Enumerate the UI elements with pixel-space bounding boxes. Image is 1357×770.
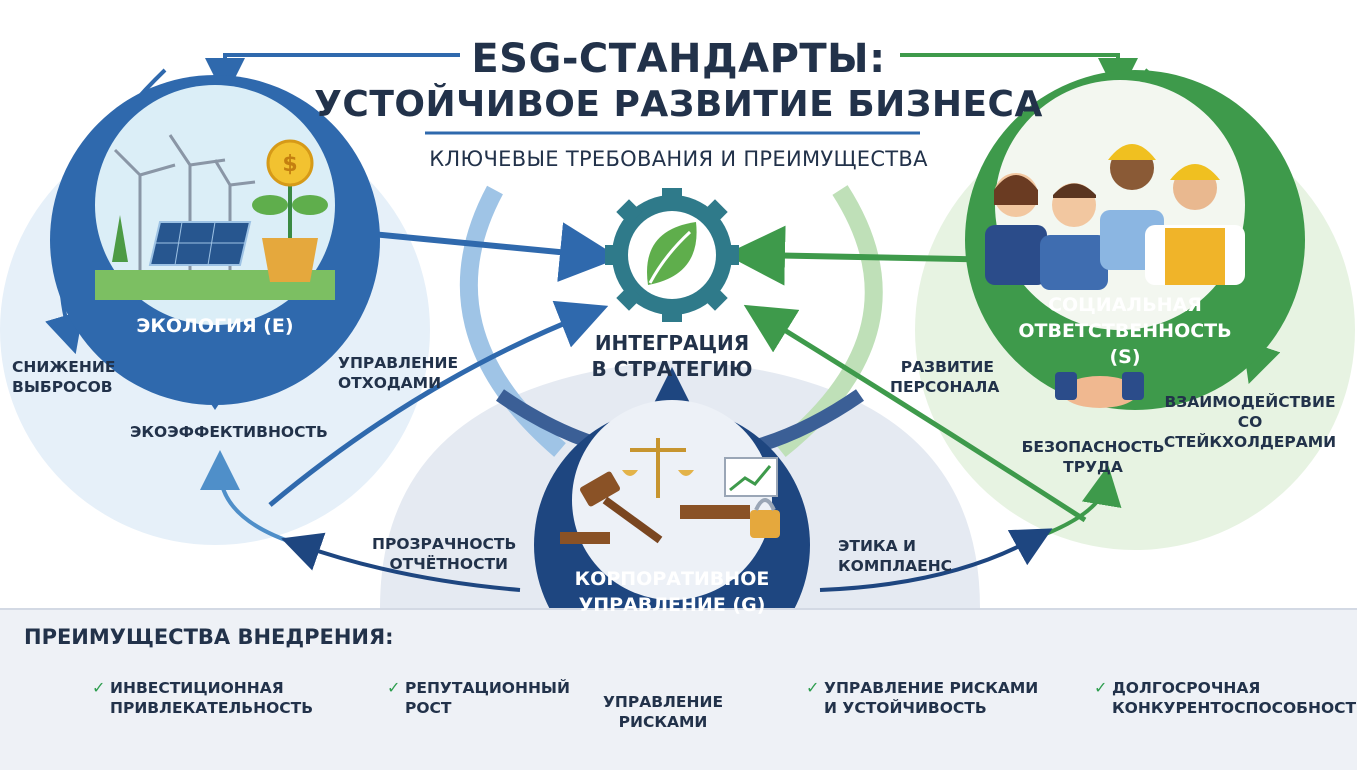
cycle-arrow-top-right <box>900 53 1138 98</box>
social-item-development: РАЗВИТИЕ ПЕРСОНАЛА <box>890 357 1000 397</box>
check-icon: ✓ <box>92 678 106 697</box>
ecology-label: ЭКОЛОГИЯ (E) <box>136 315 294 337</box>
check-icon: ✓ <box>387 678 401 697</box>
eco-lower-to-center-arrow <box>268 300 609 507</box>
benefit-item-risk-resilience-line1: УПРАВЛЕНИЕ РИСКАМИ <box>824 679 1039 697</box>
eco-item-emissions-line1: СНИЖЕНИЕ <box>12 358 116 376</box>
center-label-line2: В СТРАТЕГИЮ <box>591 357 753 381</box>
center-label: ИНТЕГРАЦИЯ В СТРАТЕГИЮ <box>572 330 772 382</box>
gear-leaf-icon <box>605 188 739 322</box>
eco-item-emissions: СНИЖЕНИЕ ВЫБРОСОВ <box>12 357 115 397</box>
social-label: СОЦИАЛЬНАЯ ОТВЕТСТВЕННОСТЬ (S) <box>1010 292 1240 370</box>
gov-item-transparency-line2: ОТЧЁТНОСТИ <box>389 555 508 573</box>
benefit-item-investment-line1: ИНВЕСТИЦИОННАЯ <box>110 679 284 697</box>
social-item-development-line1: РАЗВИТИЕ <box>900 358 994 376</box>
title-line-2: УСТОЙЧИВОЕ РАЗВИТИЕ БИЗНЕСА <box>314 84 1043 125</box>
governance-label-line2: УПРАВЛЕНИЕ (G) <box>578 594 766 616</box>
governance-scene-icon <box>560 438 780 544</box>
svg-text:$: $ <box>282 152 297 177</box>
gov-item-ethics-line1: ЭТИКА И <box>838 537 916 555</box>
gov-item-transparency-line1: ПРОЗРАЧНОСТЬ <box>372 535 517 553</box>
title-line-1: ESG-СТАНДАРТЫ: <box>471 36 886 82</box>
check-icon: ✓ <box>1094 678 1108 697</box>
social-item-stakeholders: ВЗАИМОДЕЙСТВИЕ СО СТЕЙКХОЛДЕРАМИ <box>1155 392 1345 452</box>
handshake-icon <box>1055 372 1144 408</box>
ecology-pointer <box>205 395 225 410</box>
benefit-item-investment-line2: ПРИВЛЕКАТЕЛЬНОСТЬ <box>110 699 314 717</box>
cycle-arrow-top-left <box>205 53 460 98</box>
governance-label-line1: КОРПОРАТИВНОЕ <box>574 568 770 590</box>
social-item-stakeholders-line2: СО СТЕЙКХОЛДЕРАМИ <box>1163 413 1337 451</box>
eco-item-waste: УПРАВЛЕНИЕ ОТХОДАМИ <box>338 353 458 393</box>
benefit-item-competitiveness-line2: КОНКУРЕНТОСПОСОБНОСТЬ <box>1112 699 1357 717</box>
social-item-safety-line1: БЕЗОПАСНОСТЬ <box>1021 438 1165 456</box>
eco-item-waste-line1: УПРАВЛЕНИЕ <box>338 354 459 372</box>
social-item-safety: БЕЗОПАСНОСТЬ ТРУДА <box>1020 437 1166 477</box>
gov-item-risks-line2: РИСКАМИ <box>618 713 708 731</box>
eco-item-waste-line2: ОТХОДАМИ <box>338 374 442 392</box>
benefit-item-risk-resilience-line2: И УСТОЙЧИВОСТЬ <box>824 699 987 717</box>
center-label-line1: ИНТЕГРАЦИЯ <box>594 331 750 355</box>
benefit-item-reputation-line2: РОСТ <box>405 699 452 717</box>
social-label-line1: СОЦИАЛЬНАЯ <box>1048 294 1202 316</box>
check-icon: ✓ <box>806 678 820 697</box>
benefit-item-risk-resilience: УПРАВЛЕНИЕ РИСКАМИ И УСТОЙЧИВОСТЬ <box>824 678 1038 718</box>
benefit-item-reputation: РЕПУТАЦИОННЫЙ РОСТ <box>405 678 570 718</box>
benefit-item-investment: ИНВЕСТИЦИОННАЯ ПРИВЛЕКАТЕЛЬНОСТЬ <box>110 678 313 718</box>
benefit-item-competitiveness-line1: ДОЛГОСРОЧНАЯ <box>1112 679 1261 697</box>
gov-item-ethics: ЭТИКА И КОМПЛАЕНС <box>838 536 952 576</box>
benefit-item-reputation-line1: РЕПУТАЦИОННЫЙ <box>405 679 570 697</box>
social-item-development-line2: ПЕРСОНАЛА <box>890 378 1000 396</box>
benefits-title: ПРЕИМУЩЕСТВА ВНЕДРЕНИЯ: <box>24 625 394 649</box>
plant-coin-icon: $ <box>252 139 328 282</box>
people-group-icon <box>985 144 1245 290</box>
gov-left-arrow <box>281 532 521 592</box>
subtitle: КЛЮЧЕВЫЕ ТРЕБОВАНИЯ И ПРЕИМУЩЕСТВА <box>429 147 928 171</box>
governance-image-disc <box>572 400 772 600</box>
gov-item-ethics-line2: КОМПЛАЕНС <box>838 557 953 575</box>
social-lower-to-center-arrow <box>743 304 1087 523</box>
benefits-panel <box>0 608 1357 770</box>
benefit-item-competitiveness: ДОЛГОСРОЧНАЯ КОНКУРЕНТОСПОСОБНОСТЬ <box>1112 678 1357 718</box>
gov-right-arrow <box>819 528 1053 592</box>
tree-icon <box>112 215 128 262</box>
gov-item-transparency: ПРОЗРАЧНОСТЬ ОТЧЁТНОСТИ <box>372 534 517 574</box>
social-item-stakeholders-line1: ВЗАИМОДЕЙСТВИЕ <box>1164 393 1336 411</box>
gov-item-risks: УПРАВЛЕНИЕ РИСКАМИ <box>598 692 728 732</box>
gov-item-risks-line1: УПРАВЛЕНИЕ <box>602 693 724 711</box>
eco-item-emissions-line2: ВЫБРОСОВ <box>12 378 113 396</box>
social-label-line2: ОТВЕТСТВЕННОСТЬ (S) <box>1018 320 1232 368</box>
social-item-safety-line2: ТРУДА <box>1063 458 1123 476</box>
governance-label: КОРПОРАТИВНОЕ УПРАВЛЕНИЕ (G) <box>557 566 787 618</box>
eco-item-efficiency: ЭКОЭФФЕКТИВНОСТЬ <box>130 423 328 441</box>
solar-panel-icon <box>148 221 252 266</box>
